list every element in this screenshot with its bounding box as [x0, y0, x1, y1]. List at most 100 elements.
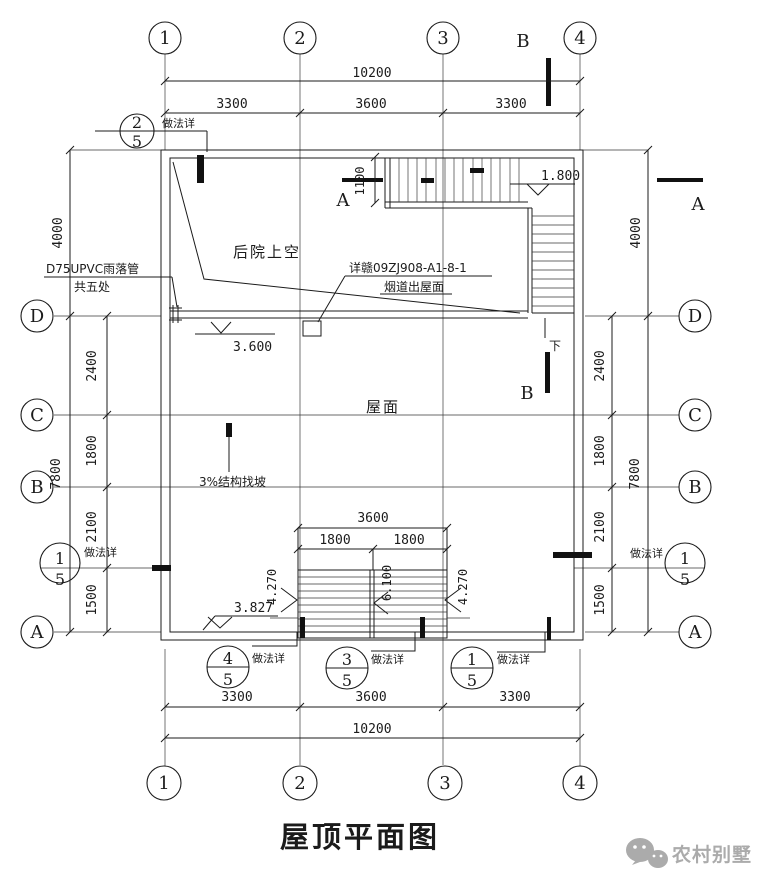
- section-a-left-label: A: [336, 190, 351, 211]
- dim-left-4000: 4000: [51, 217, 66, 248]
- flue-box: [302, 320, 322, 337]
- dim-left-1800: 1800: [85, 435, 100, 466]
- detail-num: 1: [467, 650, 477, 669]
- axis-left-d: D: [30, 306, 44, 327]
- axis-top-3: 3: [437, 28, 448, 49]
- rain-pipe-symbol: [169, 305, 182, 323]
- axis-right-a: A: [688, 622, 703, 643]
- detail-note: 做法详: [252, 651, 285, 665]
- axis-left-c: C: [30, 405, 44, 426]
- dim-bottom-overall: 10200: [352, 722, 391, 737]
- axis-right-c: C: [688, 405, 702, 426]
- axis-right-b: B: [688, 477, 701, 498]
- down-label: 下: [549, 339, 561, 353]
- level-texts: 3.600 1.800 3.827 4.270 4.270 6.100: [233, 169, 580, 616]
- detail-note: 做法详: [162, 116, 195, 130]
- axis-bottom-3: 3: [439, 773, 450, 794]
- detail-cut-left: [152, 565, 171, 571]
- rain-pipe-label-2: 共五处: [74, 280, 110, 294]
- dim-stair-1100: 1100: [353, 167, 367, 196]
- detail-den: 5: [680, 570, 690, 589]
- detail-num: 3: [342, 650, 352, 669]
- axis-top-2: 2: [294, 28, 305, 49]
- watermark: 农村别墅: [626, 838, 752, 868]
- dim-left-1500: 1500: [85, 584, 100, 615]
- dim-top-2: 3600: [355, 97, 386, 112]
- dim-left-2400: 2400: [85, 350, 100, 381]
- section-b-top-mark: [546, 58, 551, 106]
- building-walls: [160, 149, 584, 641]
- detail-num: 4: [223, 649, 233, 668]
- drawing-title: 屋顶平面图: [280, 820, 440, 854]
- detail-note: 做法详: [84, 545, 117, 559]
- dim-porch-overall: 3600: [357, 511, 388, 526]
- axis-circles-top: 1 2 3 4: [148, 21, 597, 55]
- rain-pipe-label-1: D75UPVC雨落管: [46, 261, 139, 276]
- section-b-bottom-label: B: [520, 383, 533, 404]
- axis-circles-bottom: 1 2 3 4: [146, 765, 598, 801]
- watermark-label: 农村别墅: [671, 843, 752, 866]
- dim-top-1: 3300: [216, 97, 247, 112]
- axis-right-d: D: [688, 306, 702, 327]
- detail-cut-right: [553, 552, 592, 558]
- backyard-label: 后院上空: [233, 243, 301, 261]
- detail-bubble-side-right: 1 5 做法详: [630, 542, 706, 589]
- detail-bubble-top-left: 2 5 做法详: [119, 113, 195, 151]
- axis-top-4: 4: [574, 28, 585, 49]
- detail-num: 1: [55, 549, 65, 568]
- section-a-right-mark: [657, 178, 703, 182]
- section-a-left-mark: [342, 178, 383, 182]
- axis-left-a: A: [30, 622, 45, 643]
- axis-top-1: 1: [159, 28, 170, 49]
- dim-right-4000: 4000: [629, 217, 644, 248]
- detail-num: 1: [680, 549, 690, 568]
- dim-right-1500: 1500: [593, 584, 608, 615]
- detail-num: 2: [132, 113, 142, 132]
- stairs: [384, 158, 574, 338]
- level-6100: 6.100: [380, 565, 394, 601]
- level-1800: 1.800: [541, 169, 580, 184]
- section-marks: [152, 58, 703, 640]
- leader-lines: [44, 130, 546, 653]
- dim-bottom-3: 3300: [499, 690, 530, 705]
- detail-den: 5: [467, 671, 477, 690]
- dim-top-3: 3300: [495, 97, 526, 112]
- detail-bubble-bottom-2: 3 5 做法详: [325, 646, 404, 690]
- detail-bubble-side-left: 1 5 做法详: [39, 542, 117, 589]
- axis-bottom-4: 4: [574, 773, 585, 794]
- detail-note: 做法详: [371, 652, 404, 666]
- axis-left-b: B: [30, 477, 43, 498]
- axis-circles-right: D C B A: [678, 299, 712, 649]
- section-a-right-label: A: [691, 194, 706, 215]
- flue-label: 烟道出屋面: [384, 280, 444, 294]
- dimension-lines: [65, 76, 653, 743]
- axis-bottom-1: 1: [158, 773, 169, 794]
- level-4270-left: 4.270: [265, 569, 279, 605]
- section-b-bottom-mark: [545, 352, 550, 393]
- dim-left-2100: 2100: [85, 511, 100, 542]
- axis-bottom-2: 2: [294, 773, 305, 794]
- detail-note: 做法详: [497, 652, 530, 666]
- dim-top-overall: 10200: [352, 66, 391, 81]
- dim-right-2100: 2100: [593, 511, 608, 542]
- detail-note: 做法详: [630, 546, 663, 560]
- slope-label: 3%结构找坡: [199, 474, 266, 489]
- dim-bottom-2: 3600: [355, 690, 386, 705]
- dim-right-7800: 7800: [628, 458, 643, 489]
- detail-bubble-bottom-1: 4 5 做法详: [206, 645, 285, 689]
- axis-circles-left: D C B A: [20, 299, 54, 649]
- detail-den: 5: [55, 570, 65, 589]
- dim-left-7800: 7800: [49, 458, 64, 489]
- level-3827: 3.827: [234, 601, 273, 616]
- section-letters: B B A A: [336, 31, 706, 404]
- detail-bubble-bottom-3: 1 5 做法详: [450, 646, 530, 690]
- level-markers: [195, 183, 575, 631]
- wechat-icon: [626, 838, 668, 868]
- dim-bottom-1: 3300: [221, 690, 252, 705]
- dim-porch-1: 1800: [319, 533, 350, 548]
- level-4270-right: 4.270: [456, 569, 470, 605]
- detail-den: 5: [132, 132, 142, 151]
- section-b-top-label: B: [516, 31, 529, 52]
